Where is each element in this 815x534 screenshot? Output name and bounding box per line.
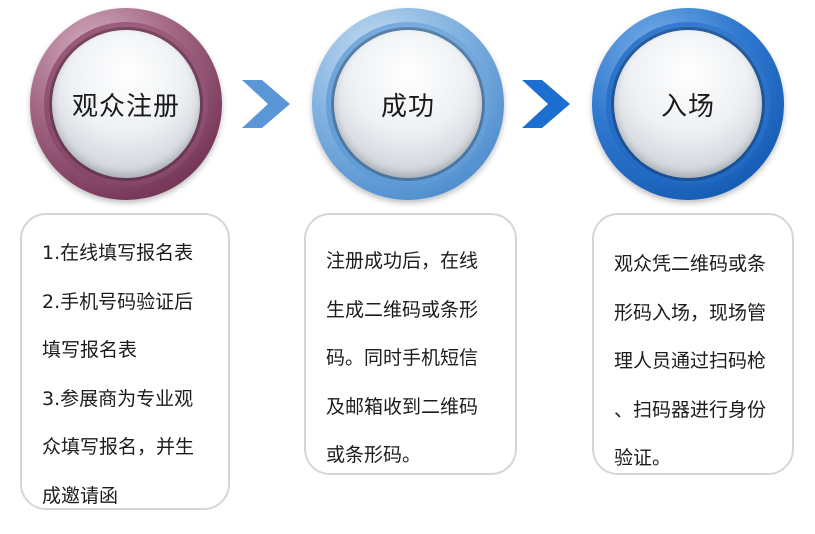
step-circle-entry: 入场 — [592, 8, 784, 200]
description-box-entry: 观众凭二维码或条 形码入场，现场管 理人员通过扫码枪 、扫码器进行身份 验证。 — [592, 213, 794, 475]
step-inner-disc: 成功 — [334, 30, 482, 178]
step-label-entry: 入场 — [660, 91, 715, 122]
description-text-success: 注册成功后，在线 生成二维码或条形 码。同时手机短信 及邮箱收到二维码 或条形码… — [326, 250, 479, 466]
step-circle-success: 成功 — [312, 8, 504, 200]
chevron-right-icon — [522, 80, 570, 128]
description-text-entry: 观众凭二维码或条 形码入场，现场管 理人员通过扫码枪 、扫码器进行身份 验证。 — [614, 253, 767, 469]
step-label-success: 成功 — [380, 91, 435, 122]
step-inner-disc: 入场 — [614, 30, 762, 178]
description-text-register: 1.在线填写报名表 2.手机号码验证后 填写报名表 3.参展商为专业观 众填写报… — [42, 242, 195, 507]
step-inner-disc: 观众注册 — [52, 30, 200, 178]
description-box-success: 注册成功后，在线 生成二维码或条形 码。同时手机短信 及邮箱收到二维码 或条形码… — [304, 213, 517, 475]
step-label-register: 观众注册 — [71, 91, 180, 122]
step-circle-register: 观众注册 — [30, 8, 222, 200]
description-box-register: 1.在线填写报名表 2.手机号码验证后 填写报名表 3.参展商为专业观 众填写报… — [20, 213, 230, 510]
chevron-right-icon — [242, 80, 290, 128]
